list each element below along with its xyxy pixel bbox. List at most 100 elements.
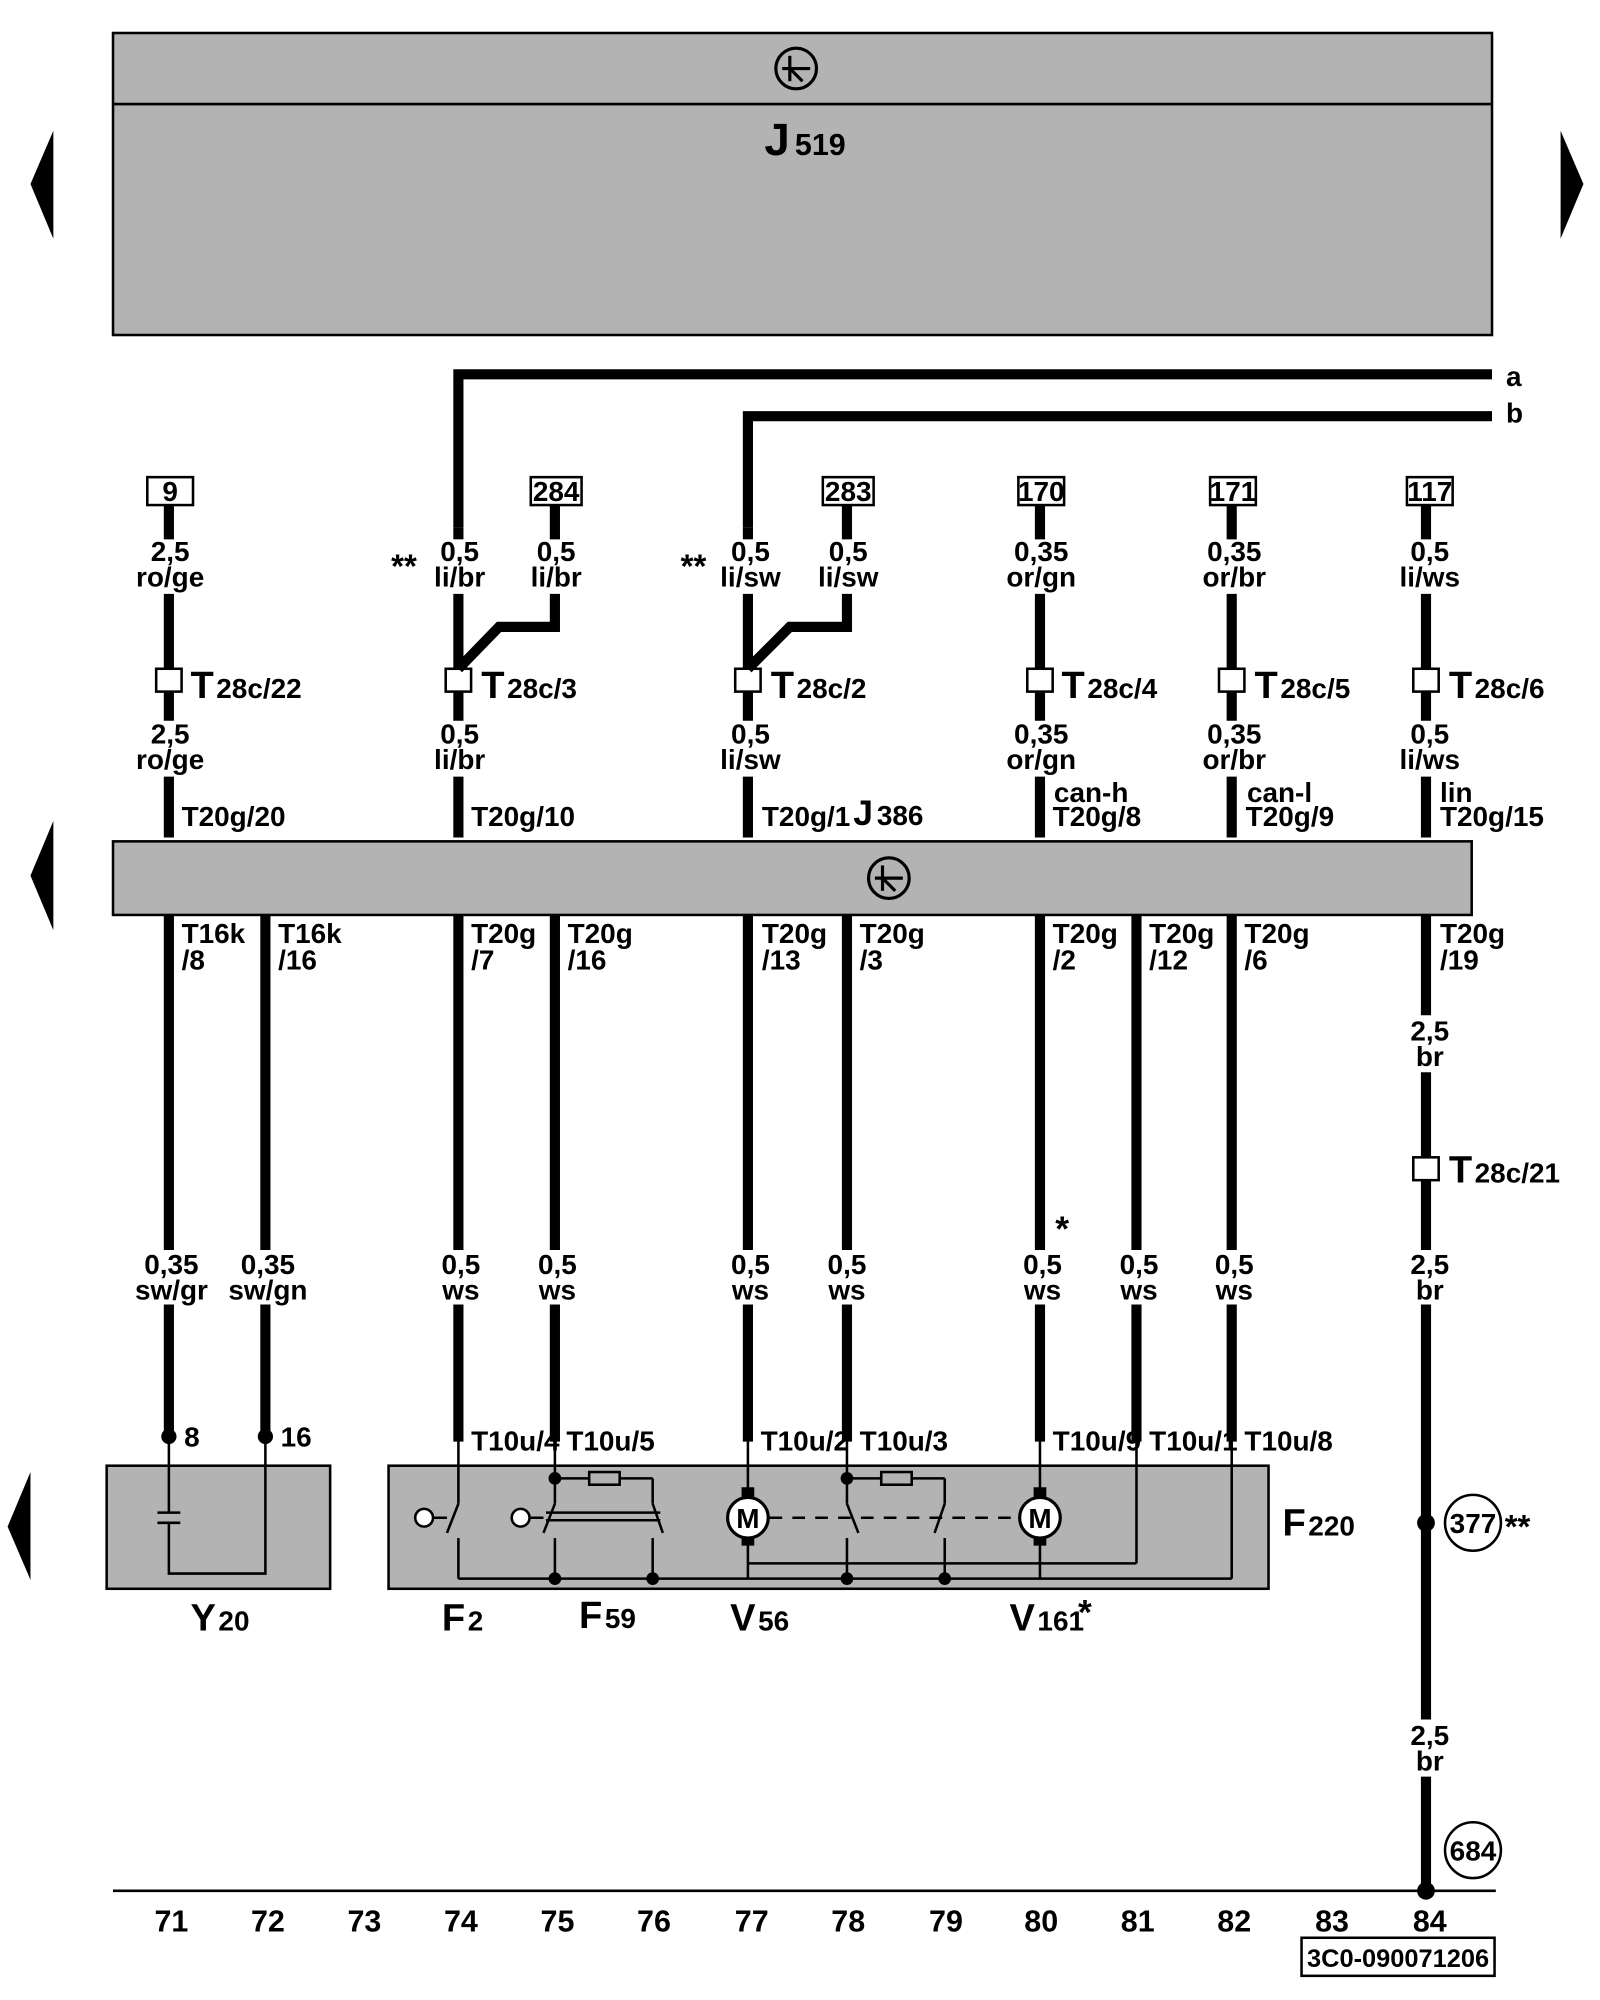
svg-text:br: br [1416, 1041, 1444, 1072]
svg-text:0,5: 0,5 [1120, 1249, 1159, 1280]
svg-text:80: 80 [1024, 1904, 1058, 1938]
svg-text:T10u/3: T10u/3 [860, 1425, 948, 1456]
svg-text:ws: ws [1023, 1274, 1061, 1305]
wire-color: li/sw [818, 561, 879, 592]
page-arrow-left-icon[interactable] [7, 1472, 31, 1580]
wire-size: 2,5 [151, 719, 190, 750]
svg-text:/13: /13 [762, 945, 801, 976]
lower-wires [163, 914, 1432, 1891]
ref-box: 9 [162, 476, 178, 507]
wire-color: or/gn [1006, 561, 1076, 592]
wire-size: 0,5 [440, 536, 479, 567]
bus-label: lin [1440, 777, 1473, 808]
page-arrow-left-icon[interactable] [30, 821, 54, 931]
wire-color: or/br [1202, 561, 1266, 592]
svg-text:T10u/9: T10u/9 [1053, 1425, 1141, 1456]
svg-text:T20g: T20g [860, 918, 925, 949]
component-y20 [105, 1464, 332, 1591]
ref-box: 117 [1407, 476, 1452, 507]
motor-icon: M [726, 1487, 770, 1546]
svg-text:M: M [1028, 1503, 1051, 1534]
line-a-label: a [1506, 361, 1522, 392]
wire-size: 0,35 [1207, 536, 1261, 567]
svg-text:377: 377 [1450, 1508, 1497, 1539]
ground-point-377 [1443, 1493, 1503, 1552]
ref-box: 170 [1018, 476, 1065, 507]
svg-text:T20g: T20g [1053, 918, 1118, 949]
ref-box: 283 [825, 476, 872, 507]
wire-color: li/ws [1400, 561, 1461, 592]
svg-text:br: br [1416, 1745, 1444, 1776]
note-star: * [1055, 1209, 1069, 1249]
wire-color: or/gn [1006, 744, 1076, 775]
connector-icon [1025, 667, 1054, 693]
connector-icon [154, 667, 183, 693]
svg-text:T10u/5: T10u/5 [566, 1425, 654, 1456]
svg-text:T20g: T20g [1244, 918, 1309, 949]
module-j519 [111, 31, 1494, 337]
wire-color: ro/ge [136, 561, 204, 592]
svg-text:76: 76 [637, 1904, 671, 1938]
connector-icon [1412, 1156, 1440, 1182]
ground-point-684 [1443, 1821, 1503, 1880]
svg-text:T16k: T16k [278, 918, 342, 949]
svg-text:84: 84 [1413, 1904, 1447, 1938]
svg-text:ws: ws [441, 1274, 479, 1305]
svg-text:8: 8 [184, 1422, 200, 1453]
svg-text:/16: /16 [568, 945, 607, 976]
motor-icon: M [1018, 1487, 1062, 1546]
svg-text:0,35: 0,35 [241, 1249, 295, 1280]
fuel-gauge-icon [413, 1507, 435, 1528]
svg-text:2,5: 2,5 [1410, 1720, 1449, 1751]
svg-text:V56: V56 [730, 1598, 789, 1640]
wire-color: li/ws [1400, 744, 1461, 775]
svg-text:81: 81 [1121, 1904, 1155, 1938]
svg-text:br: br [1416, 1274, 1444, 1305]
line-b-label: b [1506, 398, 1523, 429]
wire-size: 2,5 [151, 536, 190, 567]
page-arrow-left-icon[interactable] [30, 130, 54, 239]
note-double-star: ** [391, 547, 417, 584]
svg-text:/6: /6 [1244, 945, 1267, 976]
wire-color: li/sw [720, 744, 781, 775]
svg-text:T10u/8: T10u/8 [1244, 1425, 1332, 1456]
fuel-gauge-icon [510, 1507, 531, 1528]
svg-text:T10u/4: T10u/4 [471, 1425, 560, 1456]
svg-text:/12: /12 [1149, 945, 1188, 976]
wire-size: 0,5 [537, 536, 576, 567]
svg-text:82: 82 [1217, 1904, 1251, 1938]
diagram-code-box [1300, 1936, 1496, 1978]
line-a [453, 369, 1493, 528]
svg-text:M: M [736, 1503, 759, 1534]
note-star: * [1078, 1592, 1092, 1632]
connector-icon [733, 667, 762, 693]
wire-size: 0,5 [731, 536, 770, 567]
svg-text:T10u/2: T10u/2 [761, 1425, 849, 1456]
svg-text:T20g: T20g [1440, 918, 1505, 949]
wire-color: li/br [434, 561, 485, 592]
svg-text:74: 74 [444, 1904, 478, 1938]
svg-text:T20g: T20g [1149, 918, 1214, 949]
svg-text:0,5: 0,5 [538, 1249, 577, 1280]
svg-text:2,5: 2,5 [1410, 1016, 1449, 1047]
svg-text:ws: ws [538, 1274, 576, 1305]
svg-text:0,5: 0,5 [828, 1249, 867, 1280]
module-pin: T20g/20 [182, 801, 286, 832]
connector-icon [444, 667, 473, 693]
wire-size: 0,5 [1410, 536, 1449, 567]
svg-text:75: 75 [540, 1904, 574, 1938]
svg-text:sw/gr: sw/gr [135, 1274, 208, 1305]
page-arrow-right-icon[interactable] [1560, 130, 1584, 239]
connector-icon [1412, 667, 1440, 693]
lower-pin-labels: T16k/8 T16k/16 T20g/7 T20g/16 T20g/13 T2… [182, 918, 1506, 976]
module-pin: T20g/9 [1246, 801, 1334, 832]
electronic-symbol-icon [866, 856, 911, 901]
module-pin: T20g/10 [471, 801, 575, 832]
